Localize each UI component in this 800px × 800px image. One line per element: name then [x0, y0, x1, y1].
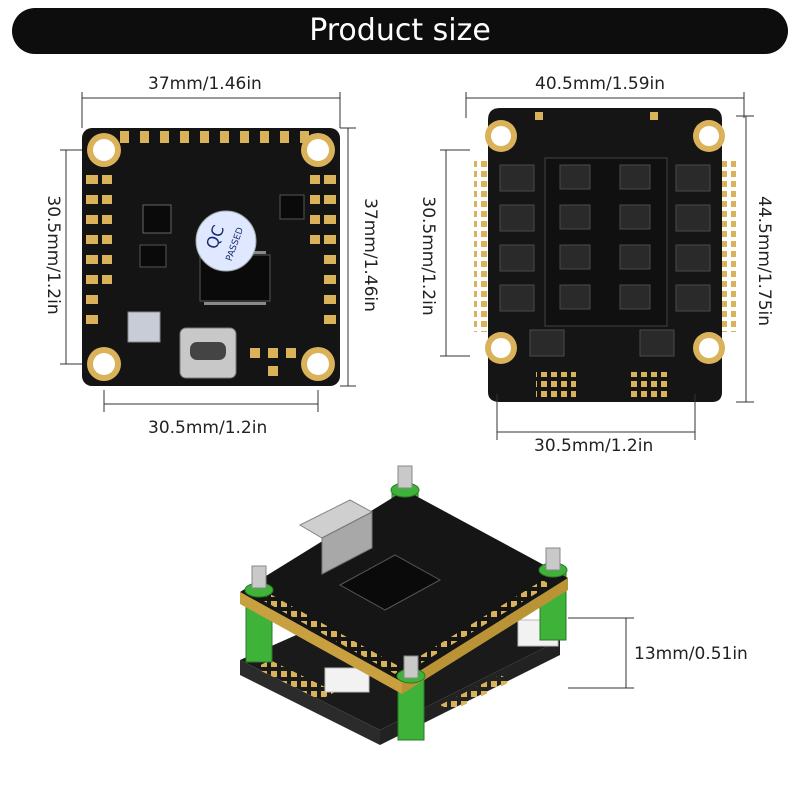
fc-dimension-lines: [60, 92, 356, 412]
esc-left-pads: [474, 160, 488, 332]
fc-hole-vertical-label: 30.5mm/1.2in: [43, 195, 63, 315]
esc-power-pad-right: [630, 372, 670, 398]
esc-mount-number: 4: [478, 135, 485, 148]
fc-board: QC PASSED: [82, 128, 340, 386]
page-title-banner: Product size: [12, 8, 788, 54]
esc-mount-holes: [485, 120, 725, 364]
esc-mount-number: 2: [724, 135, 731, 148]
stack-dimension-lines: [568, 617, 634, 689]
fc-baro-chip: [127, 311, 161, 343]
fc-left-pads: [86, 175, 112, 324]
fc-gyro-chip: [142, 204, 172, 234]
esc-board: 4 2 3 1: [474, 108, 736, 402]
fc-bottom-pads: [250, 348, 296, 376]
stack-height-label: 13mm/0.51in: [634, 644, 748, 664]
fc-small-chip: [139, 244, 167, 268]
stack-screws: [244, 465, 568, 684]
fc-esc-stack: [240, 465, 568, 745]
esc-mosfets: [499, 164, 711, 357]
esc-width-label: 40.5mm/1.59in: [535, 74, 666, 94]
fc-osd-chip: [279, 194, 305, 220]
esc-right-pads: [722, 160, 736, 332]
qc-sticker: QC PASSED: [195, 210, 257, 272]
esc-dimension-lines: [440, 92, 754, 440]
page-title: Product size: [309, 13, 491, 48]
stack-esc-pads: [255, 660, 335, 700]
stack-mcu-chip: [338, 554, 442, 611]
esc-mount-number: 3: [478, 344, 485, 357]
esc-top-pads: [535, 112, 658, 120]
fc-height-label: 37mm/1.46in: [360, 198, 380, 312]
fc-width-label: 37mm/1.46in: [148, 74, 262, 94]
esc-hole-horizontal-label: 30.5mm/1.2in: [534, 436, 654, 456]
fc-top-pads: [120, 131, 309, 143]
fc-mount-holes: [87, 133, 335, 381]
esc-height-label: 44.5mm/1.75in: [754, 196, 774, 327]
fc-right-pads: [310, 175, 336, 324]
esc-mount-number: 1: [724, 344, 731, 357]
fc-hole-horizontal-label: 30.5mm/1.2in: [148, 418, 268, 438]
esc-hole-vertical-label: 30.5mm/1.2in: [418, 196, 438, 316]
esc-power-pad-left: [536, 372, 576, 398]
